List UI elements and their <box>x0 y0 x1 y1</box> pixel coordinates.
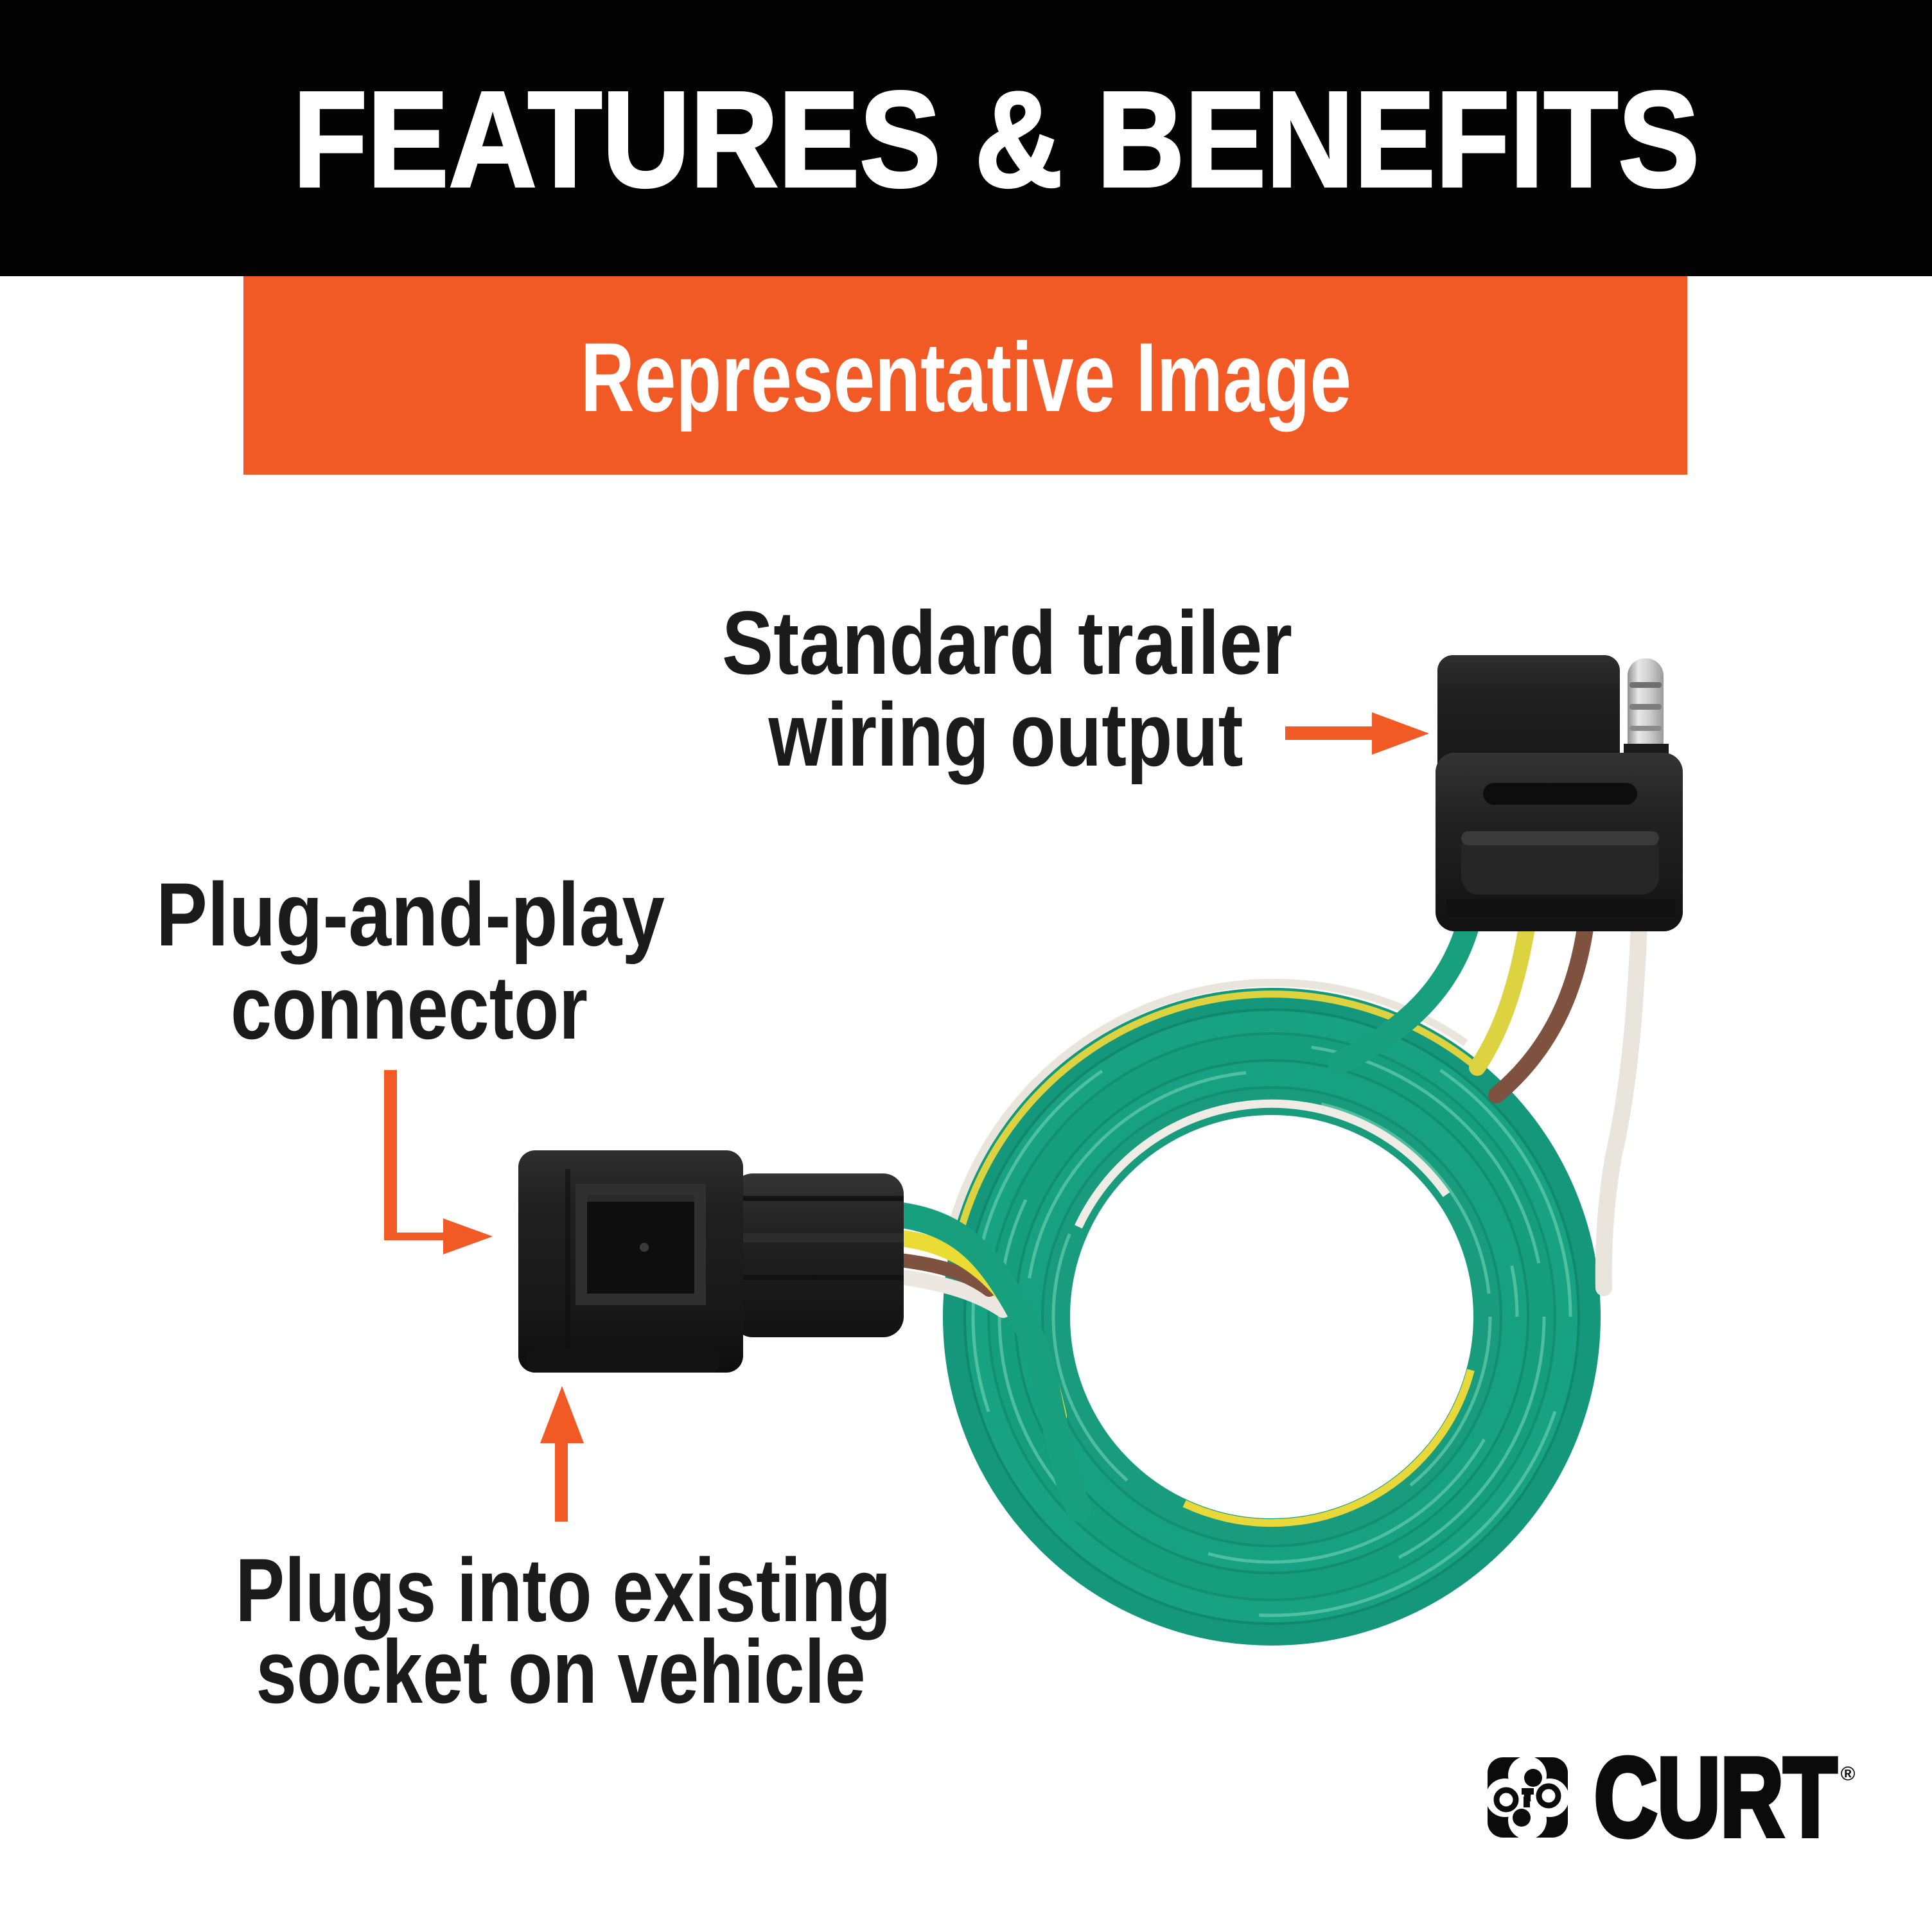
svg-text:®: ® <box>1841 1762 1856 1785</box>
svg-text:socket on vehicle: socket on vehicle <box>256 1621 866 1722</box>
svg-text:connector: connector <box>231 957 588 1058</box>
svg-text:Standard trailer: Standard trailer <box>722 592 1292 693</box>
svg-text:Representative Image: Representative Image <box>581 322 1351 432</box>
svg-text:CURT: CURT <box>1594 1734 1837 1859</box>
svg-text:Plugs into existing: Plugs into existing <box>236 1540 891 1640</box>
svg-text:wiring output: wiring output <box>768 684 1243 785</box>
svg-text:Plug-and-play: Plug-and-play <box>156 864 665 965</box>
svg-text:FEATURES & BENEFITS: FEATURES & BENEFITS <box>293 63 1699 215</box>
